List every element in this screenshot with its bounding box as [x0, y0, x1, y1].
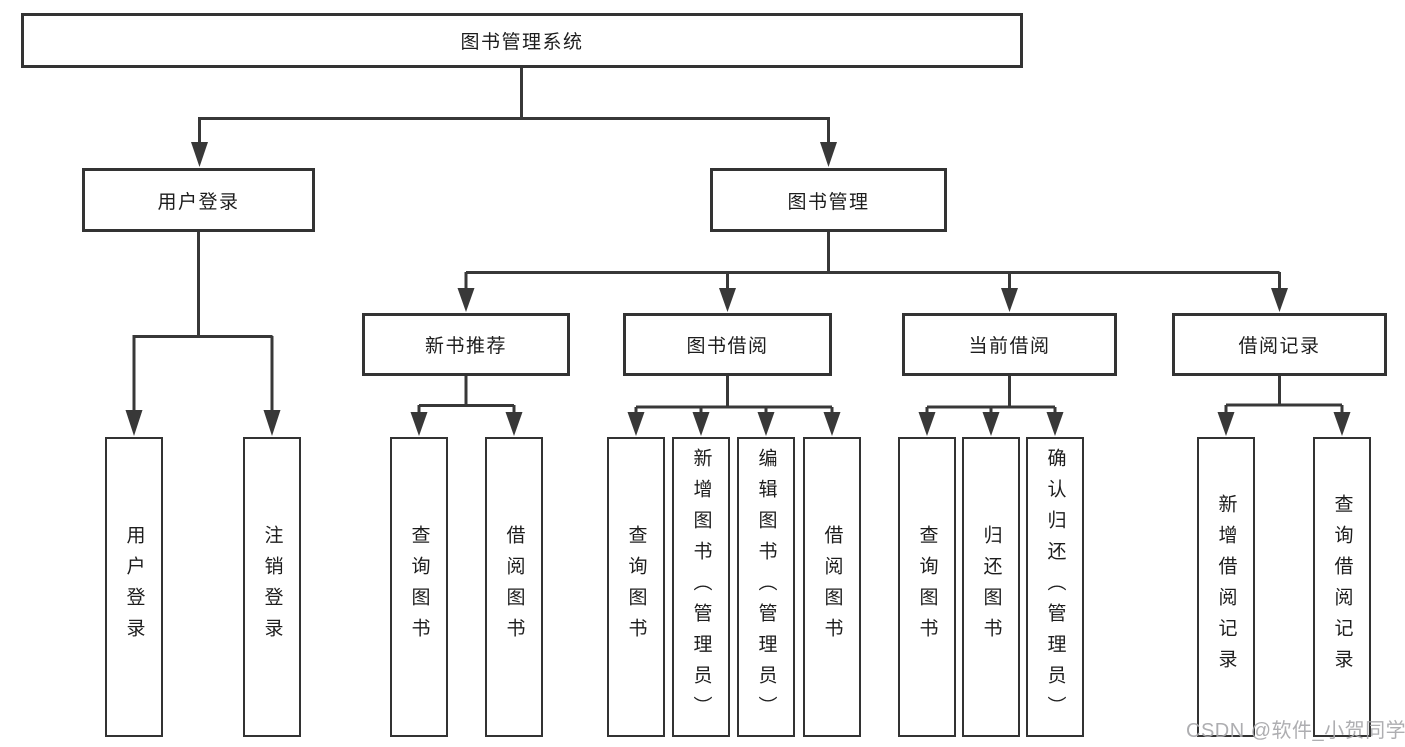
leaf-edit-books-admin: 编辑图书（管理员） [737, 437, 795, 737]
leaf-recommend-borrow-books: 借阅图书 [485, 437, 543, 737]
leaf-current-query-books-label: 查询图书 [916, 525, 938, 649]
leaf-user-login-label: 用户登录 [123, 525, 145, 649]
leaf-borrow-books: 借阅图书 [803, 437, 861, 737]
node-user-login-label: 用户登录 [157, 191, 240, 213]
leaf-add-books-admin-label: 新增图书（管理员） [690, 447, 712, 727]
node-new-book-recommend-label: 新书推荐 [424, 336, 507, 357]
node-new-book-recommend: 新书推荐 [362, 313, 570, 376]
leaf-add-borrow-record-label: 新增借阅记录 [1215, 494, 1237, 680]
node-book-borrow: 图书借阅 [623, 313, 832, 376]
leaf-logout: 注销登录 [243, 437, 301, 737]
node-user-login: 用户登录 [82, 168, 315, 232]
node-current-borrow-label: 当前借阅 [968, 336, 1051, 357]
leaf-current-query-books: 查询图书 [898, 437, 956, 737]
leaf-borrow-books-label: 借阅图书 [821, 525, 843, 649]
leaf-logout-label: 注销登录 [261, 525, 283, 649]
node-book-management: 图书管理 [710, 168, 947, 232]
leaf-user-login: 用户登录 [105, 437, 163, 737]
leaf-query-borrow-record: 查询借阅记录 [1313, 437, 1371, 737]
leaf-recommend-borrow-books-label: 借阅图书 [503, 525, 525, 649]
leaf-return-books: 归还图书 [962, 437, 1020, 737]
leaf-return-books-label: 归还图书 [980, 525, 1002, 649]
arrowheads [125, 142, 1351, 436]
leaf-query-borrow-record-label: 查询借阅记录 [1331, 494, 1353, 680]
leaf-recommend-query-books: 查询图书 [390, 437, 448, 737]
leaf-add-borrow-record: 新增借阅记录 [1197, 437, 1255, 737]
node-library-system-label: 图书管理系统 [460, 32, 584, 53]
node-book-management-label: 图书管理 [787, 191, 870, 213]
leaf-recommend-query-books-label: 查询图书 [408, 525, 430, 649]
csdn-watermark: CSDN @软件_小贺同学 [1186, 720, 1405, 742]
leaf-borrow-query-books-label: 查询图书 [625, 525, 647, 649]
leaf-add-books-admin: 新增图书（管理员） [672, 437, 730, 737]
node-borrow-records: 借阅记录 [1172, 313, 1387, 376]
leaf-confirm-return-admin-label: 确认归还（管理员） [1044, 447, 1066, 727]
leaf-edit-books-admin-label: 编辑图书（管理员） [755, 447, 777, 727]
leaf-borrow-query-books: 查询图书 [607, 437, 665, 737]
node-borrow-records-label: 借阅记录 [1238, 336, 1321, 357]
node-book-borrow-label: 图书借阅 [686, 336, 769, 357]
leaf-confirm-return-admin: 确认归还（管理员） [1026, 437, 1084, 737]
node-library-system: 图书管理系统 [21, 13, 1023, 68]
node-current-borrow: 当前借阅 [902, 313, 1117, 376]
